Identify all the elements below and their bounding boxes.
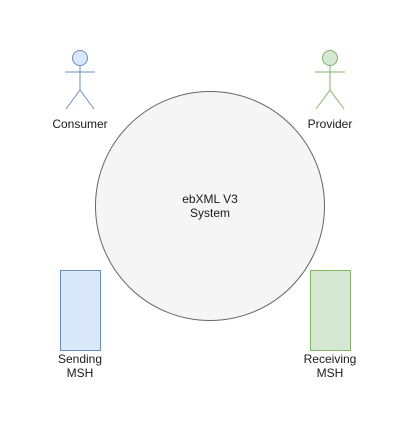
sending-msh-box[interactable] [60,270,101,351]
provider-label: Provider [307,117,353,131]
sending-msh-label-line2: MSH [66,366,94,380]
consumer-actor-right-leg [79,89,95,110]
receiving-msh-label-line2: MSH [316,366,344,380]
receiving-msh-box[interactable] [310,270,351,351]
provider-actor-right-leg [329,89,345,110]
system-label-line2: System [189,206,230,220]
consumer-actor-head [72,50,88,66]
provider-actor-figure[interactable] [315,50,345,110]
provider-actor-left-leg [315,89,331,110]
consumer-actor-figure[interactable] [65,50,95,110]
sending-msh-label-line1: Sending [57,352,103,366]
receiving-msh-label-line1: Receiving [303,352,357,366]
system-circle[interactable] [95,91,325,321]
consumer-actor-left-leg [65,89,81,110]
system-label-line1: ebXML V3 [182,192,238,206]
consumer-label: Consumer [52,117,108,131]
provider-actor-head [322,50,338,66]
